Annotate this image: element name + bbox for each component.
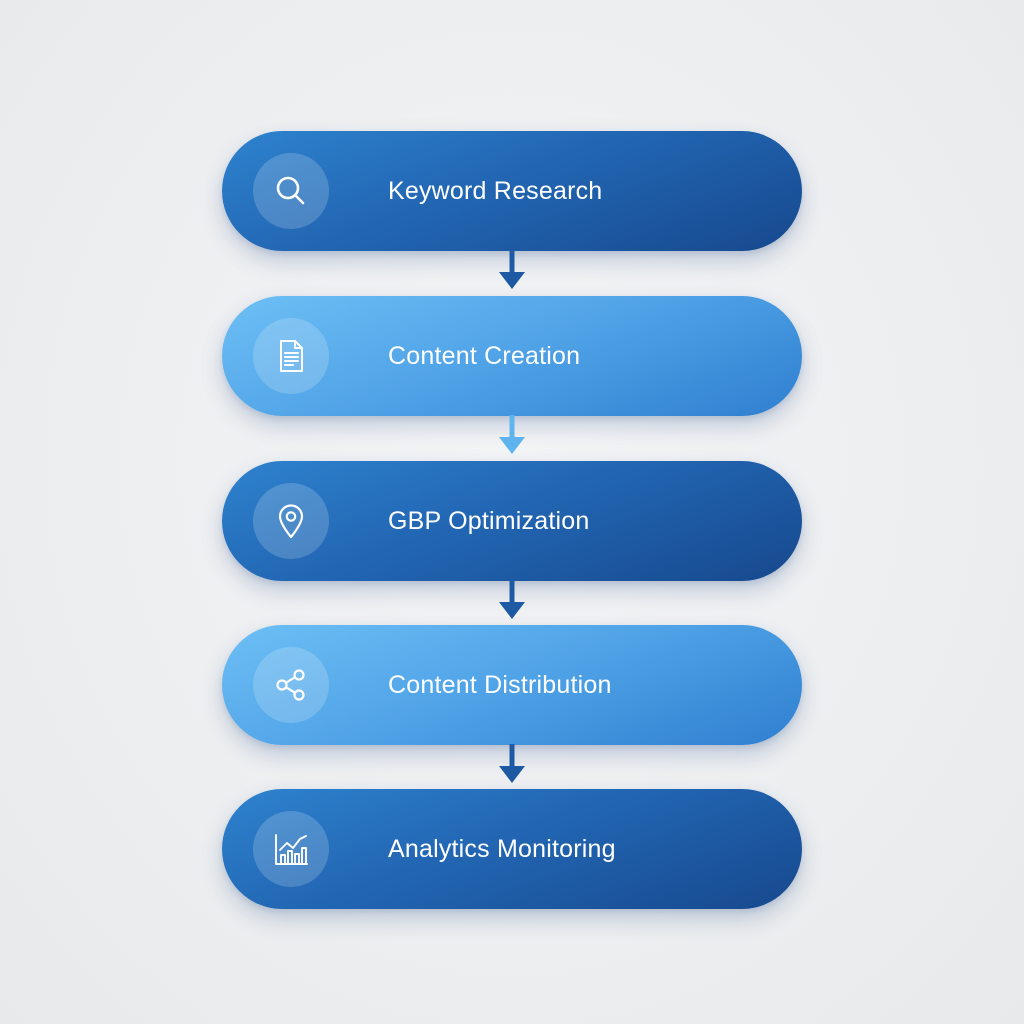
document-icon — [253, 318, 329, 394]
step-gbp-optimization[interactable]: GBP Optimization — [222, 461, 802, 581]
step-keyword-research[interactable]: Keyword Research — [222, 131, 802, 251]
step-label: GBP Optimization — [388, 507, 590, 535]
arrow-down-icon — [498, 415, 526, 455]
share-icon — [253, 647, 329, 723]
step-label: Analytics Monitoring — [388, 835, 616, 863]
step-analytics-monitoring[interactable]: Analytics Monitoring — [222, 789, 802, 909]
arrow-down-icon — [498, 744, 526, 784]
arrow-down-icon — [498, 250, 526, 290]
step-content-distribution[interactable]: Content Distribution — [222, 625, 802, 745]
location-pin-icon — [253, 483, 329, 559]
bar-chart-icon — [253, 811, 329, 887]
step-content-creation[interactable]: Content Creation — [222, 296, 802, 416]
search-icon — [253, 153, 329, 229]
arrow-down-icon — [498, 580, 526, 620]
step-label: Keyword Research — [388, 177, 603, 205]
step-label: Content Creation — [388, 342, 581, 370]
step-label: Content Distribution — [388, 671, 612, 699]
